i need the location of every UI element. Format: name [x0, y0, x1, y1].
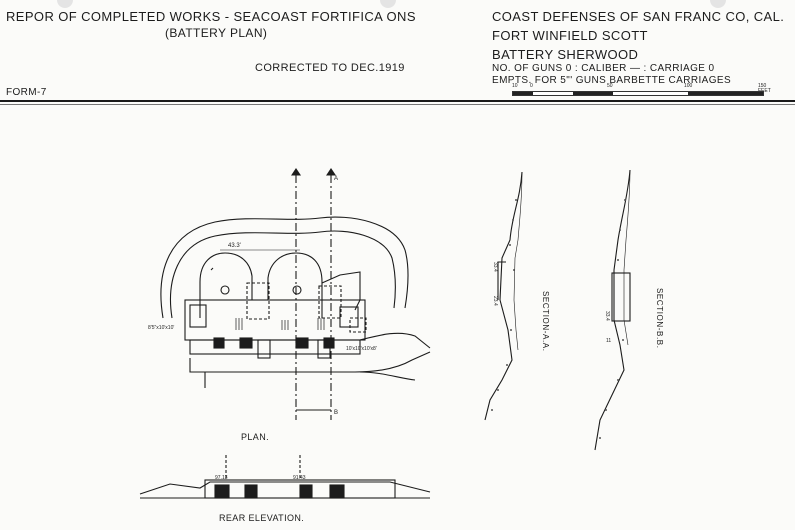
punch-hole [57, 0, 73, 8]
marker-b: B [334, 410, 338, 416]
earthwork-inner [170, 230, 396, 319]
guns-info: NO. OF GUNS 0 : CALIBER — : CARRIAGE 0 [492, 63, 715, 74]
punch-hole [710, 0, 726, 8]
header-rule [0, 100, 795, 102]
header-rule-thin [0, 104, 795, 105]
report-subtitle: (BATTERY PLAN) [165, 26, 268, 40]
section-b-label: SECTION-B.B. [655, 288, 664, 349]
section-b-room [611, 272, 631, 322]
emplacement-info: EMPTS. FOR 5"' GUNS BARBETTE CARRIAGES [492, 75, 732, 86]
elevation-b2: 11 [606, 338, 611, 344]
scale-track [512, 91, 764, 96]
elevation-a2: 23.4 [492, 296, 498, 306]
elevation-a1: 33.4 [492, 262, 498, 272]
battery-name: BATTERY SHERWOOD [492, 47, 639, 62]
section-b-profile [594, 169, 631, 451]
earthwork-outline [160, 216, 409, 319]
scale-label: 10 [512, 83, 518, 89]
corrected-date: CORRECTED TO DEC.1919 [255, 62, 405, 74]
rear-elevation-ground [139, 481, 431, 495]
scale-bar: 10 0 50 100 150 FEET [512, 84, 772, 98]
elevation-b1: 33.4 [604, 311, 610, 321]
scale-label: 50 [607, 83, 613, 89]
rear-elevation-caption: REAR ELEVATION. [219, 513, 305, 523]
gun-platform-left [199, 252, 253, 318]
section-a-label: SECTION-A.A. [541, 291, 550, 352]
magazine-left [246, 282, 270, 320]
gun-center-right [292, 285, 302, 295]
dimension-width: 43.3' [228, 243, 241, 249]
rear-label-1: 97.13 [215, 475, 228, 481]
report-title: REPOR OF COMPLETED WORKS - SEACOAST FORT… [6, 9, 416, 24]
gun-platform-right [267, 252, 323, 318]
rear-label-2: 91.43 [293, 475, 306, 481]
coast-defenses: COAST DEFENSES OF SAN FRANC CO, CAL. [492, 9, 785, 24]
punch-hole [380, 0, 396, 8]
fort-name: FORT WINFIELD SCOTT [492, 28, 648, 43]
plan-caption: PLAN. [241, 432, 270, 442]
magazine-right [318, 285, 342, 319]
form-number: FORM-7 [6, 87, 47, 98]
dimension-right: 10'x10'x10'x8' [346, 346, 377, 352]
scale-label: 0 [530, 83, 533, 89]
scale-label: 150 FEET [758, 83, 771, 94]
scale-label: 100 [684, 83, 693, 89]
rear-road [189, 351, 431, 373]
marker-a: A [334, 176, 338, 182]
gun-center-left [220, 285, 230, 295]
right-wing [321, 271, 361, 311]
dimension-left: 8'5"x10'x10' [148, 325, 174, 331]
section-a-profile [484, 171, 523, 421]
front-corridor [184, 299, 366, 341]
